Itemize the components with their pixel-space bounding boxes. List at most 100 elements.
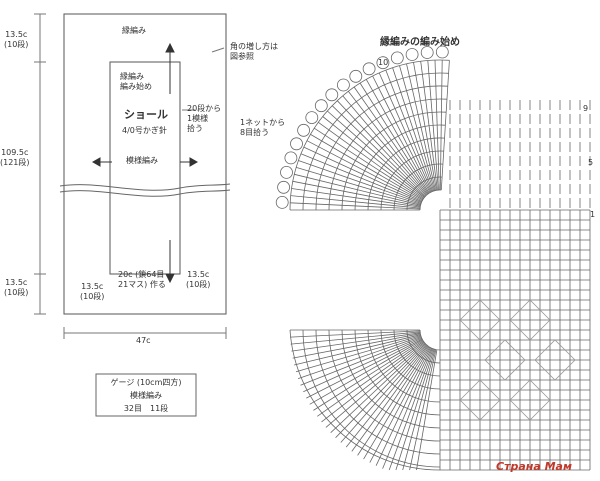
lower-fan-arc bbox=[341, 329, 441, 429]
lower-fan-spoke bbox=[306, 338, 423, 399]
edging-label-top: 縁編み bbox=[122, 26, 146, 35]
fan-spoke bbox=[399, 65, 435, 191]
fan-spoke bbox=[406, 63, 436, 191]
rows-pickup-line1: 20段から bbox=[187, 104, 222, 113]
fan-spoke bbox=[322, 116, 425, 198]
lower-fan-spoke bbox=[313, 340, 424, 411]
lower-fan-spoke bbox=[303, 337, 422, 393]
lower-fan-spoke bbox=[295, 335, 421, 373]
dim-bottom: 13.5c (10段) bbox=[4, 278, 28, 298]
net-pickup-line1: 1ネットから bbox=[240, 118, 286, 127]
rows-pickup-note: 20段から 1模様 拾う bbox=[187, 104, 221, 134]
scallop bbox=[314, 99, 328, 113]
scallop bbox=[297, 123, 311, 137]
lower-fan-arc bbox=[367, 329, 441, 403]
lower-fan-spoke bbox=[291, 332, 421, 352]
fan-spoke bbox=[342, 95, 428, 196]
fan-spoke bbox=[392, 67, 435, 192]
chain-note: 20c (鎖64目 21マス) 作る bbox=[118, 270, 166, 290]
chart-title: 縁編みの編み始め bbox=[380, 37, 460, 48]
corner-note-line2: 図参照 bbox=[230, 52, 254, 61]
fan-spoke bbox=[413, 62, 437, 191]
lattice-diamond bbox=[509, 379, 551, 421]
edging-start-line1: 縁編み bbox=[120, 72, 144, 81]
scallop bbox=[376, 56, 390, 70]
fan-spoke bbox=[290, 195, 421, 209]
fan-spoke bbox=[296, 167, 421, 205]
fan-spoke bbox=[365, 79, 431, 193]
lower-fan-spoke bbox=[290, 331, 421, 345]
fan-spoke bbox=[313, 127, 424, 200]
fan-spoke bbox=[327, 110, 426, 198]
fan-spoke bbox=[337, 100, 427, 196]
lower-fan-spoke bbox=[375, 347, 432, 466]
shawl-outer-outline bbox=[63, 13, 227, 315]
lower-fan-spoke bbox=[357, 346, 430, 456]
dim-bottom-left-rows: (10段) bbox=[80, 292, 105, 301]
gauge-title: ゲージ (10cm四方) bbox=[110, 378, 182, 387]
scallop bbox=[305, 111, 319, 124]
lower-fan-spoke bbox=[369, 347, 431, 463]
lower-fan-spoke bbox=[382, 348, 433, 469]
lower-fan-spoke bbox=[340, 344, 428, 443]
fan-spoke bbox=[303, 146, 422, 202]
lower-fan-spoke bbox=[317, 341, 424, 417]
gauge-stitch: 模様編み bbox=[130, 391, 162, 400]
lower-fan-spoke bbox=[309, 339, 423, 405]
lattice-diamond bbox=[459, 299, 501, 341]
lattice-diamond bbox=[484, 339, 526, 381]
fan-spoke bbox=[290, 202, 421, 210]
lattice-diamond bbox=[459, 379, 501, 421]
net-pickup-note: 1ネットから 8目拾う bbox=[240, 118, 285, 138]
lower-fan-spoke bbox=[330, 343, 426, 433]
dim-top-value: 13.5c bbox=[5, 30, 28, 39]
lower-fan-arc bbox=[354, 329, 441, 416]
lower-fan-spoke bbox=[416, 349, 438, 471]
lower-fan-arc bbox=[289, 329, 441, 471]
break-wave-top bbox=[59, 183, 231, 191]
edging-start-line2: 編み始め bbox=[120, 82, 152, 91]
rows-pickup-line2: 1模様 bbox=[187, 114, 209, 123]
dim-middle-value: 109.5c bbox=[1, 148, 29, 157]
lower-fan-spoke bbox=[294, 334, 421, 366]
scallop bbox=[290, 137, 303, 151]
crochet-chart bbox=[275, 45, 591, 471]
lower-fan-spoke bbox=[297, 336, 422, 379]
break-wave-bottom bbox=[59, 189, 231, 197]
scallop bbox=[420, 46, 434, 59]
fan-spoke bbox=[347, 91, 429, 195]
lower-fan-spoke bbox=[335, 344, 427, 438]
dim-bottom-right-value: 13.5c bbox=[187, 270, 210, 279]
dim-width: 47c bbox=[136, 336, 151, 345]
scallop bbox=[284, 151, 298, 165]
fan-spoke bbox=[385, 69, 434, 192]
edging-start-label: 縁編み 編み始め bbox=[120, 72, 152, 92]
chain-note-line1: 20c (鎖64目 bbox=[118, 270, 165, 279]
lower-fan-spoke bbox=[345, 345, 428, 448]
scallop bbox=[349, 69, 363, 83]
shawl-inner-outline bbox=[109, 61, 181, 275]
scallop bbox=[325, 88, 339, 102]
dim-middle-rows: (121段) bbox=[0, 158, 30, 167]
dim-bottom-value: 13.5c bbox=[5, 278, 28, 287]
pattern-stitch-label: 模様編み bbox=[126, 156, 158, 165]
fan-spoke bbox=[306, 140, 423, 202]
lower-fan-spoke bbox=[300, 337, 422, 386]
chart-row-1: 1 bbox=[590, 210, 596, 219]
fan-spoke bbox=[298, 160, 422, 204]
scallop bbox=[277, 180, 291, 194]
fan-row-arc bbox=[419, 189, 442, 211]
fan-spoke bbox=[378, 72, 433, 192]
fan-spoke bbox=[318, 121, 425, 199]
hook-size: 4/0号かぎ針 bbox=[122, 126, 167, 135]
scallop bbox=[405, 48, 419, 61]
fan-spoke bbox=[310, 134, 423, 201]
gauge-values: 32目 11段 bbox=[123, 404, 169, 413]
scallop bbox=[362, 62, 376, 76]
scallop bbox=[336, 78, 350, 92]
scallop bbox=[275, 195, 289, 209]
fan-spoke bbox=[359, 82, 430, 194]
lattice-diamond bbox=[534, 339, 576, 381]
dim-middle: 109.5c (121段) bbox=[0, 148, 30, 168]
watermark-text: Страна Мам bbox=[496, 460, 572, 473]
